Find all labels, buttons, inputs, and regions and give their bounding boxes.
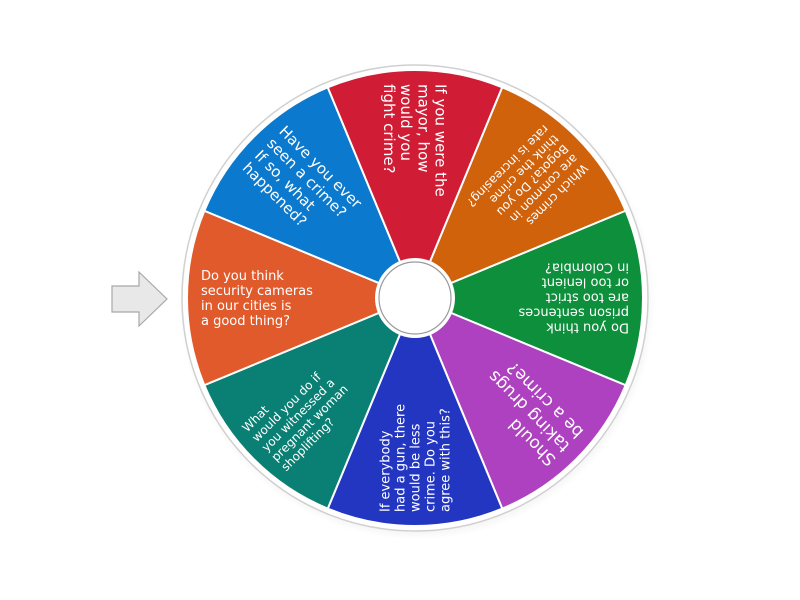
wheel-segment (186, 209, 418, 387)
wheel-segment (413, 86, 627, 300)
wheel-hub[interactable] (378, 261, 452, 335)
wheel-segment (203, 296, 417, 510)
segment-label: Do you thinkprison sentencesare too stri… (518, 260, 629, 335)
wheel-segment (326, 295, 504, 527)
segment-label: If everybodyhad a gun, therewould be les… (379, 404, 454, 512)
wheel-segment (412, 209, 644, 387)
wheel-segment (413, 296, 627, 510)
wheel-segment (203, 86, 417, 300)
segment-label: If you were themayor, howwould youfight … (380, 84, 450, 197)
pointer-arrow-icon (111, 270, 168, 328)
wheel-segment (326, 69, 504, 301)
